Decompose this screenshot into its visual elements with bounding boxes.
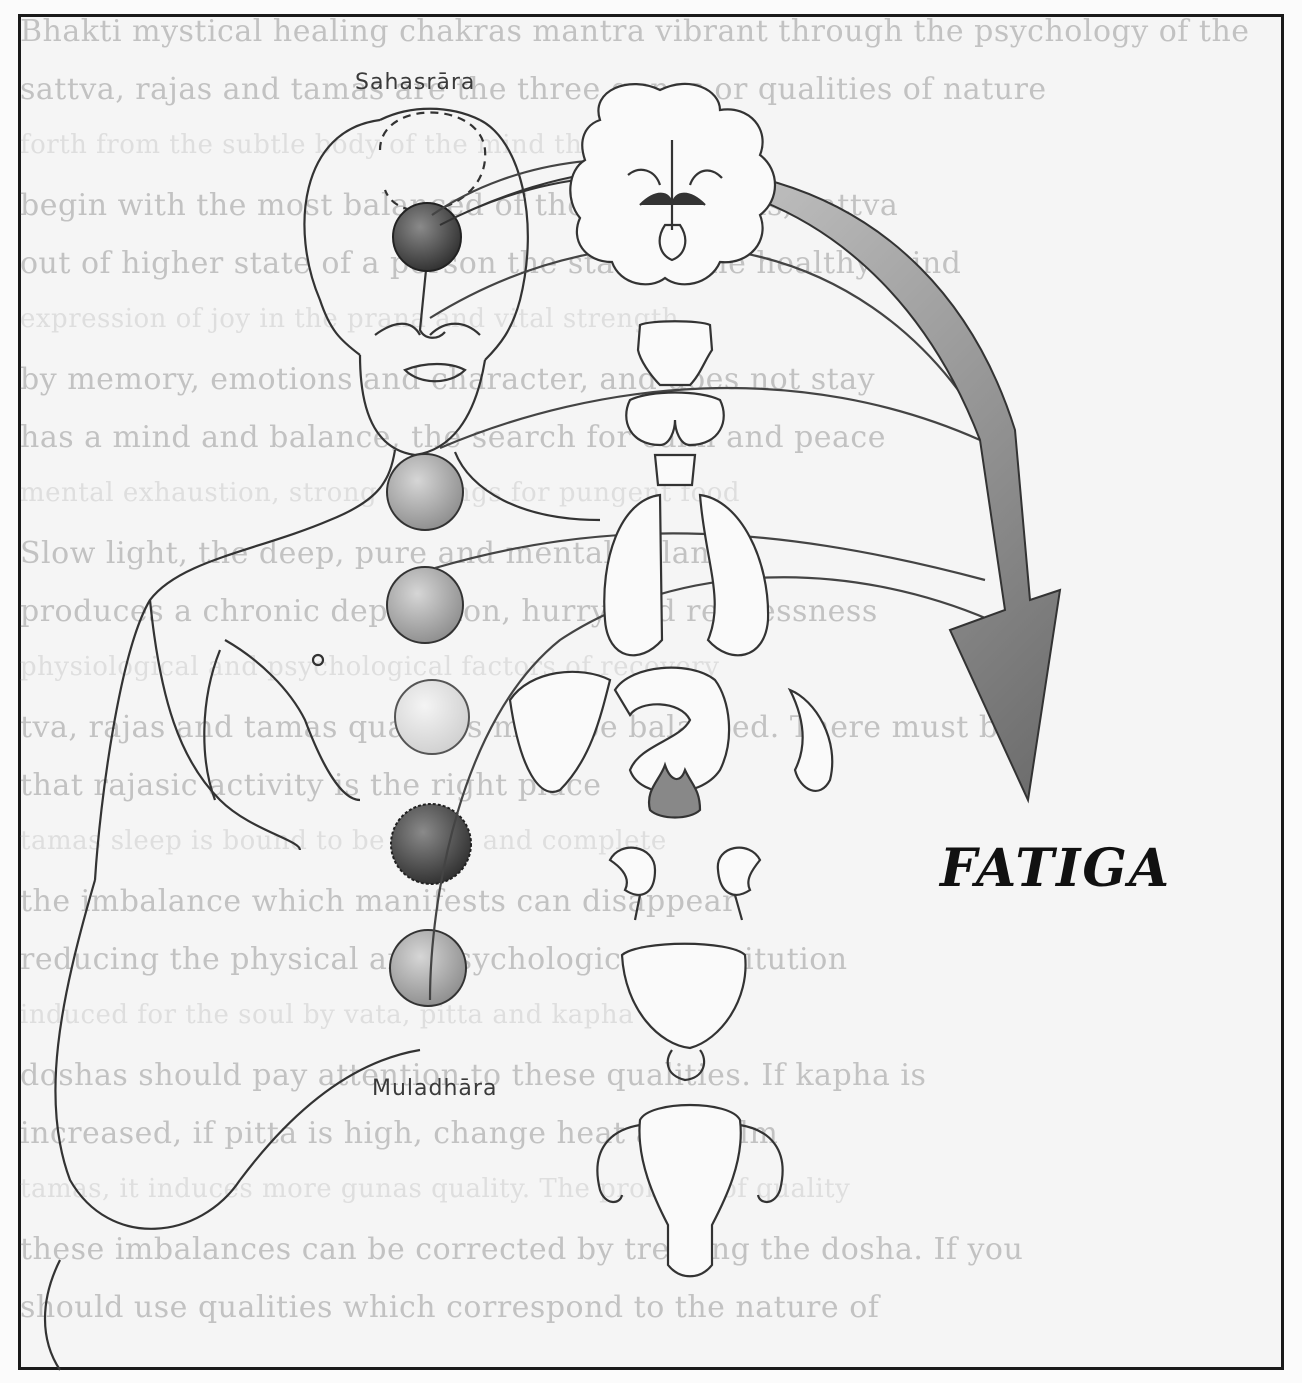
liver-icon <box>510 672 610 792</box>
chakra-sacral <box>391 804 471 884</box>
chakra-throat <box>387 454 463 530</box>
chakra-root <box>390 930 466 1006</box>
bladder-icon <box>622 944 746 1080</box>
stomach-icon <box>615 668 729 793</box>
chakra-heart <box>387 567 463 643</box>
caption-fatiga: FATIGA <box>940 838 1171 899</box>
label-muladhara: Muladhāra <box>372 1076 497 1101</box>
thyroid-icon <box>626 321 724 485</box>
uterus-icon <box>597 1105 782 1276</box>
chakra-third-eye <box>393 203 461 271</box>
lungs-icon <box>604 495 768 655</box>
spleen-icon <box>790 690 832 791</box>
label-sahasrara: Sahasrāra <box>355 70 475 95</box>
brain-icon <box>570 84 775 284</box>
chakra-solar-plexus <box>395 680 469 754</box>
kidneys-icon <box>610 848 760 920</box>
